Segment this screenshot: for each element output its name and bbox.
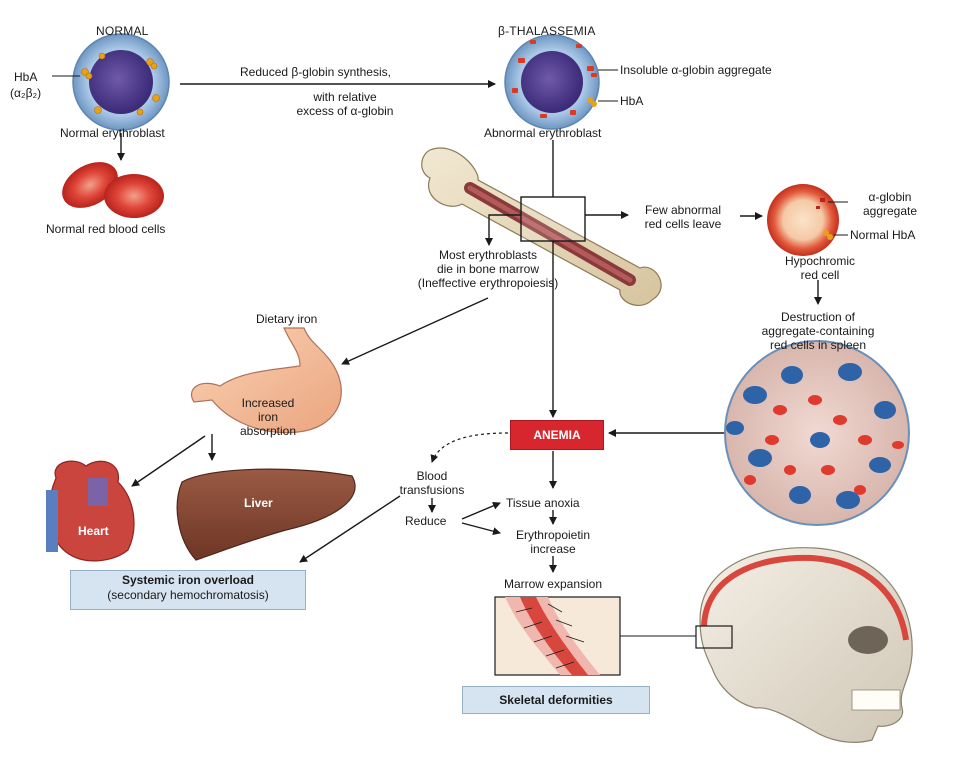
systemic-iron-overload-box: Systemic iron overload (secondary hemoch… — [70, 570, 306, 610]
spleen-illustration — [724, 340, 910, 526]
most-erythroblasts-line2: die in bone marrow — [436, 262, 540, 276]
alpha-aggregate-line2: aggregate — [862, 204, 918, 218]
skeletal-deformities-box: Skeletal deformities — [462, 686, 650, 714]
normal-erythroblast-illustration — [72, 33, 170, 131]
increased-iron-line2: iron — [257, 410, 278, 424]
increased-iron-line1: Increased — [241, 396, 295, 410]
normal-erythroblast-label: Normal erythroblast — [60, 126, 165, 140]
skull-illustration — [699, 547, 913, 743]
destruction-line1: Destruction of — [780, 310, 856, 324]
marrow-expansion-illustration — [494, 596, 621, 676]
thalassemia-header: β-THALASSEMIA — [498, 24, 596, 38]
dietary-iron-label: Dietary iron — [256, 312, 318, 326]
abnormal-erythroblast-label: Abnormal erythroblast — [484, 126, 602, 140]
normal-rbc-illustration — [62, 162, 164, 218]
few-abnormal-line2: red cells leave — [644, 217, 722, 231]
liver-label: Liver — [244, 496, 273, 510]
hba-left-label: HbA — [14, 70, 38, 84]
normal-rbc-label: Normal red blood cells — [46, 222, 166, 236]
destruction-line3: red cells in spleen — [769, 338, 867, 352]
tissue-anoxia-label: Tissue anoxia — [506, 496, 580, 510]
heart-label: Heart — [78, 524, 109, 538]
most-erythroblasts-line3: (Ineffective erythropoiesis) — [417, 276, 559, 290]
reduce-label: Reduce — [405, 514, 447, 528]
systemic-line2: (secondary hemochromatosis) — [107, 588, 269, 602]
most-erythroblasts-line1: Most erythroblasts — [438, 248, 538, 262]
hypochromic-line2: red cell — [800, 268, 840, 282]
hypochromic-line1: Hypochromic — [784, 254, 856, 268]
heart-illustration — [46, 460, 135, 562]
epo-line2: increase — [530, 542, 576, 556]
insoluble-label: Insoluble α-globin aggregate — [620, 63, 772, 77]
stomach-illustration — [190, 327, 342, 434]
marrow-expansion-label: Marrow expansion — [503, 577, 603, 591]
blood-transfusions-line1: Blood — [416, 469, 448, 483]
destruction-line2: aggregate-containing — [761, 324, 875, 338]
alpha-aggregate-line1: α-globin — [868, 190, 912, 204]
systemic-line1: Systemic iron overload — [121, 573, 255, 587]
normal-hba-label: Normal HbA — [850, 228, 916, 242]
hba-left-formula: (α₂β₂) — [10, 86, 42, 100]
hba-right-label: HbA — [620, 94, 644, 108]
blood-transfusions-line2: transfusions — [399, 483, 465, 497]
arrow-top-line2: with relative — [313, 90, 377, 104]
abnormal-erythroblast-illustration — [504, 34, 600, 130]
arrow-top-line3: excess of α-globin — [296, 104, 394, 118]
hypochromic-cell-illustration — [767, 184, 839, 256]
few-abnormal-line1: Few abnormal — [644, 203, 722, 217]
anemia-box: ANEMIA — [510, 420, 604, 450]
normal-header: NORMAL — [96, 24, 149, 38]
liver-illustration — [176, 468, 356, 561]
increased-iron-line3: absorption — [239, 424, 297, 438]
arrow-top-line1: Reduced β-globin synthesis, — [240, 65, 391, 79]
epo-line1: Erythropoietin — [515, 528, 591, 542]
bone-illustration — [421, 147, 662, 306]
